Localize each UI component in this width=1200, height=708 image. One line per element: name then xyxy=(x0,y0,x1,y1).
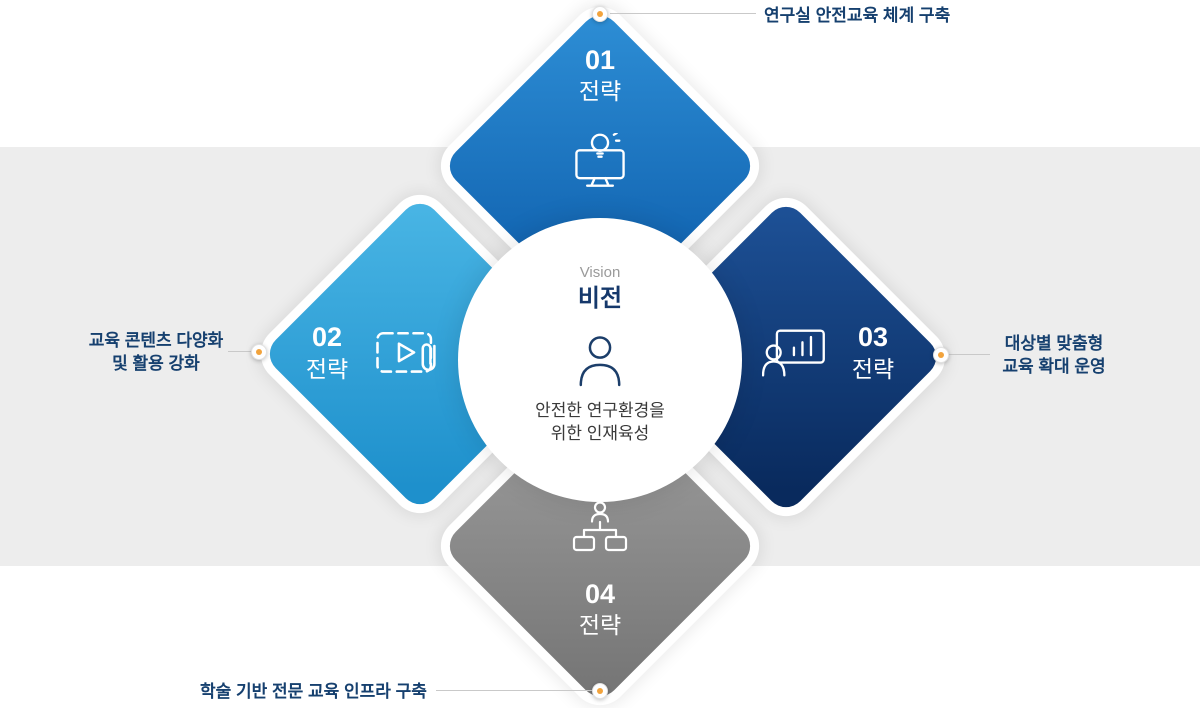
strategy-02-content: 02 전략 xyxy=(276,314,476,392)
vision-label-ko: 비전 xyxy=(577,285,623,312)
callout-dot-01 xyxy=(592,6,608,22)
strategy-01-label: 전략 xyxy=(578,78,622,105)
person-icon xyxy=(576,334,624,388)
video-clip-icon xyxy=(374,325,446,381)
strategy-01-content: 01 전략 xyxy=(488,44,712,189)
callout-dot-02 xyxy=(251,344,267,360)
dot-core xyxy=(938,352,944,358)
vision-circle: Vision 비전 안전한 연구환경을 위한 인재육성 xyxy=(472,232,728,488)
callout-dot-04 xyxy=(592,683,608,699)
callout-label-02: 교육 콘텐츠 다양화 및 활용 강화 xyxy=(88,331,224,373)
presenter-chart-icon xyxy=(761,327,828,379)
strategy-03-number: 03 xyxy=(857,322,889,353)
dot-core xyxy=(597,11,603,17)
strategy-02-text: 02 전략 xyxy=(306,321,348,384)
strategy-01-number: 01 xyxy=(584,45,616,75)
org-hierarchy-icon xyxy=(572,500,628,554)
dot-core xyxy=(256,349,262,355)
callout-label-03: 대상별 맞춤형 교육 확대 운영 xyxy=(1002,334,1106,376)
callout-label-04: 학술 기반 전문 교육 인프라 구축 xyxy=(200,682,427,701)
vision-label-en: Vision xyxy=(579,264,621,281)
strategy-03-content: 03 전략 xyxy=(740,314,916,392)
strategy-04-content: 04 전략 xyxy=(488,500,712,641)
strategy-03-label: 전략 xyxy=(851,355,895,382)
dot-core xyxy=(597,688,603,694)
vision-description: 안전한 연구환경을 위한 인재육성 xyxy=(535,400,665,443)
callout-label-01: 연구실 안전교육 체계 구축 xyxy=(764,6,951,25)
strategy-03-text: 03 전략 xyxy=(852,321,894,384)
monitor-lightbulb-icon xyxy=(570,133,630,189)
strategy-02-number: 02 xyxy=(311,322,343,353)
strategy-04-number: 04 xyxy=(584,579,616,609)
strategy-04-label: 전략 xyxy=(578,612,622,639)
callout-dot-03 xyxy=(933,347,949,363)
connector-line-01 xyxy=(610,13,756,14)
connector-line-03 xyxy=(948,354,990,355)
connector-line-02 xyxy=(228,351,254,352)
connector-line-04 xyxy=(436,690,594,691)
strategy-02-label: 전략 xyxy=(305,355,349,382)
